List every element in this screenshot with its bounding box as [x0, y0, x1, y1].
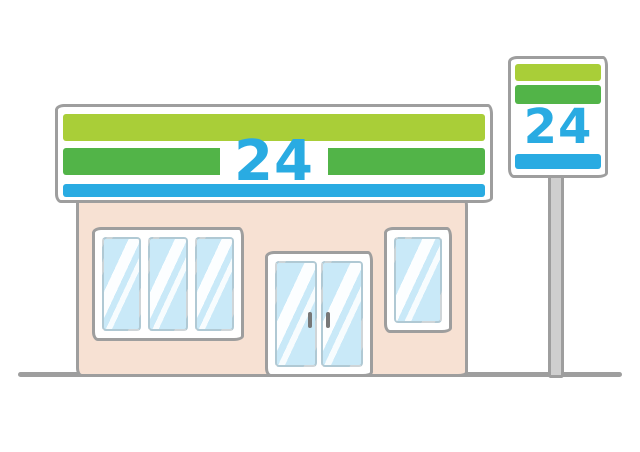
left-window: [92, 227, 244, 341]
door-handle-right: [326, 311, 330, 328]
fascia-stripe-blue: [63, 184, 485, 197]
fascia-24-text: 24: [234, 129, 314, 194]
window-pane: [102, 237, 142, 331]
right-window: [384, 227, 452, 333]
window-pane: [148, 237, 188, 331]
pole-sign-stripe-green: [515, 85, 601, 104]
fascia-24-panel: 24: [220, 134, 328, 190]
door-panels: [275, 261, 363, 367]
window-pane: [194, 237, 234, 331]
pole-sign-stripe-blue: [515, 154, 601, 169]
window-pane: [394, 237, 442, 323]
fascia-stripe-light-green: [63, 114, 485, 141]
entrance-door: [265, 251, 373, 377]
pole-sign-stripe-light-green: [515, 64, 601, 81]
storefront-sign: 24: [55, 104, 493, 203]
pole-sign-board: 24: [508, 56, 608, 178]
pole-sign-24-text: 24: [523, 99, 593, 155]
door-handle-left: [308, 311, 312, 328]
sign-pole: [548, 174, 564, 378]
